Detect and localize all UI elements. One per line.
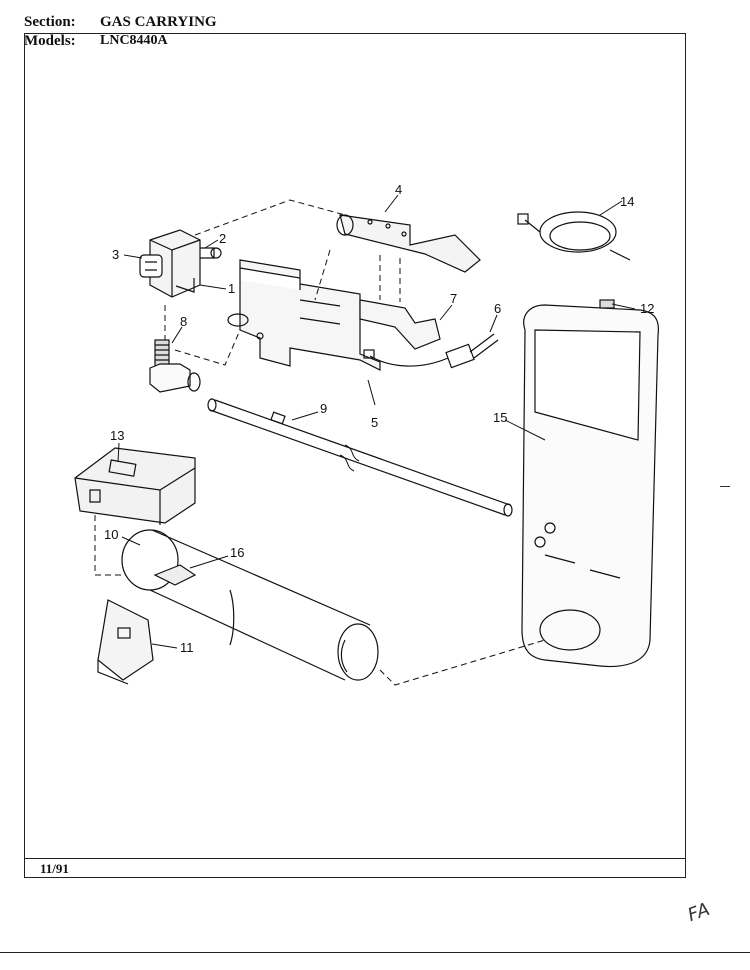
callout-9: 9 [320,401,327,416]
gas-supply-tube [207,398,513,517]
callout-16: 16 [230,545,244,560]
thermal-fuse [599,299,615,309]
ignition-clip [153,564,197,586]
burner-housing [521,304,660,668]
callout-14: 14 [620,194,634,209]
callout-7: 7 [450,291,457,306]
flame-sensor [336,214,481,273]
callout-2: 2 [219,231,226,246]
models-label: Models: [24,33,76,49]
orifice-fitting [149,339,201,393]
wire-harness [517,211,631,261]
combustion-chamber [121,529,379,681]
callout-leaders [117,194,636,649]
header-rule [24,33,686,34]
callout-15: 15 [493,410,507,425]
revision-date: 11/91 [40,861,69,876]
manifold-bracket [227,259,381,371]
callout-12: 12 [640,301,654,316]
gas-valve [139,229,222,298]
edge-mark [720,486,730,487]
callout-11: 11 [180,640,194,655]
callout-3: 3 [112,247,119,262]
igniter-bracket [359,299,441,350]
callout-8: 8 [180,314,187,329]
models-value: LNC8440A [100,33,168,48]
callout-6: 6 [494,301,501,316]
callout-5: 5 [371,415,378,430]
igniter [363,333,499,369]
callout-13: 13 [110,428,124,443]
burner-support [97,599,154,685]
section-label: Section: [24,14,76,30]
callout-4: 4 [395,182,402,197]
footer-rule [24,858,686,859]
assembly-guide-lines [94,199,546,686]
section-value: GAS CARRYING [100,14,217,30]
burner-assembly [74,447,196,525]
callout-10: 10 [104,527,118,542]
page-bottom-rule [0,952,750,953]
callout-1: 1 [228,281,235,296]
